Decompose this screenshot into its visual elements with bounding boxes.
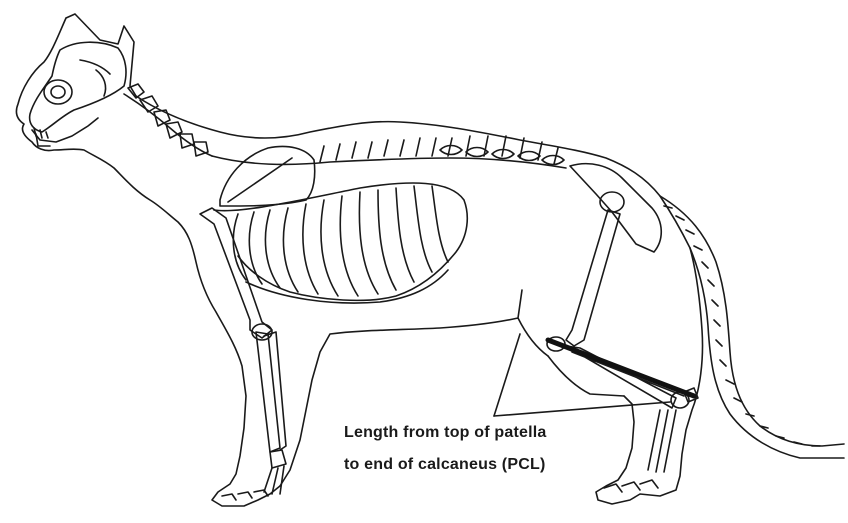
hind-metatarsals (648, 410, 676, 472)
hind-inner-line (548, 356, 624, 396)
scapula (220, 147, 315, 207)
back-outline (136, 96, 690, 248)
eye-socket (44, 80, 72, 104)
pelvis (570, 164, 661, 252)
radius-ulna (256, 332, 286, 452)
foreleg-bones (200, 208, 286, 500)
ribs (233, 186, 448, 296)
skull-outline (30, 42, 126, 132)
scapula-spine (228, 158, 292, 202)
eye-socket-inner (51, 86, 65, 98)
pointer-line-bottom (494, 402, 670, 416)
tail-outline (660, 196, 844, 458)
pcl-measurement-line (548, 340, 694, 396)
thoracic-spine (212, 156, 566, 168)
skull (30, 42, 126, 146)
fore-carpals (270, 450, 286, 468)
rib-cage (214, 183, 467, 303)
femur (566, 210, 620, 346)
skull-detail (80, 60, 110, 96)
annotation-line-1: Length from top of patella (344, 424, 547, 442)
cervical-vertebrae (128, 84, 208, 156)
annotation-line-2: to end of calcaneus (PCL) (344, 456, 545, 474)
hind-toes (604, 480, 658, 492)
humerus (200, 208, 272, 338)
pointer-line-left (494, 334, 520, 416)
pelvis-hindleg-bones (547, 164, 698, 492)
